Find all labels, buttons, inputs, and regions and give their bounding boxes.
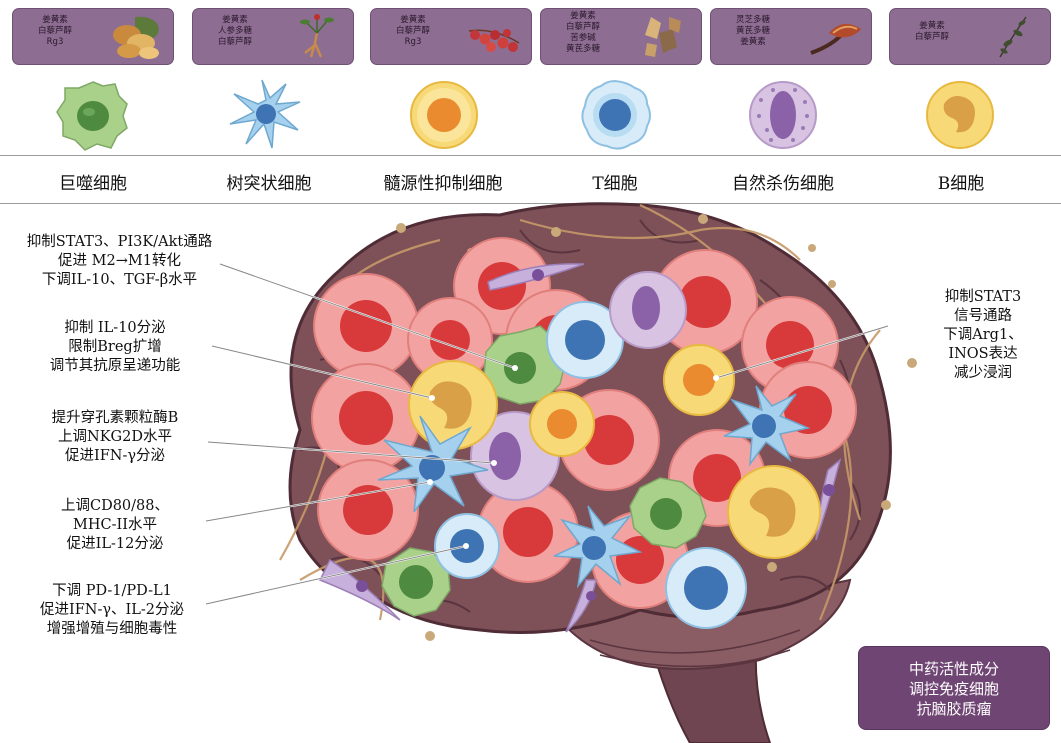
summary-line: 抗脑胶质瘤: [859, 699, 1049, 719]
b-cell-in-tumor: [728, 466, 820, 558]
annotation-t-cell: 下调 PD-1/PD-L1 促进IFN-γ、IL-2分泌 增强增殖与细胞毒性: [14, 582, 210, 639]
annotation-line: 减少浸润: [918, 364, 1048, 383]
annotation-mdsc: 抑制STAT3 信号通路 下调Arg1、 INOS表达 减少浸润: [918, 288, 1048, 383]
annotation-line: 下调 PD-1/PD-L1: [14, 582, 210, 601]
summary-line: 中药活性成分: [859, 659, 1049, 679]
t-cell-in-tumor: [666, 548, 746, 628]
annotation-line: 限制Breg扩增: [20, 338, 210, 357]
nk-cell-in-tumor: [610, 272, 686, 348]
annotation-line: 下调Arg1、: [918, 326, 1048, 345]
mdsc-in-tumor: [530, 392, 594, 456]
annotation-line: 促进IFN-γ、IL-2分泌: [14, 601, 210, 620]
annotation-line: 促进IFN-γ分泌: [20, 447, 210, 466]
annotation-line: 提升穿孔素颗粒酶B: [20, 409, 210, 428]
mdsc-in-tumor: [664, 345, 734, 415]
annotation-nk-cell: 提升穿孔素颗粒酶B 上调NKG2D水平 促进IFN-γ分泌: [20, 409, 210, 466]
summary-line: 调控免疫细胞: [859, 679, 1049, 699]
annotation-line: 抑制STAT3: [918, 288, 1048, 307]
annotation-line: 信号通路: [918, 307, 1048, 326]
annotation-line: 上调NKG2D水平: [20, 428, 210, 447]
summary-box: 中药活性成分 调控免疫细胞 抗脑胶质瘤: [858, 646, 1050, 730]
annotation-line: 促进 M2→M1转化: [12, 252, 227, 271]
annotation-line: 促进IL-12分泌: [20, 535, 210, 554]
annotation-dendritic-cell: 上调CD80/88、 MHC-II水平 促进IL-12分泌: [20, 497, 210, 554]
annotation-line: 抑制STAT3、PI3K/Akt通路: [12, 233, 227, 252]
annotation-line: 下调IL-10、TGF-β水平: [12, 271, 227, 290]
b-cell-in-tumor: [409, 361, 497, 449]
annotation-line: INOS表达: [918, 345, 1048, 364]
annotation-line: 增强增殖与细胞毒性: [14, 620, 210, 639]
annotation-line: MHC-II水平: [20, 516, 210, 535]
tumor-cell: [314, 274, 418, 378]
annotation-line: 抑制 IL-10分泌: [20, 319, 210, 338]
annotation-line: 上调CD80/88、: [20, 497, 210, 516]
annotation-line: 调节其抗原呈递功能: [20, 357, 210, 376]
annotation-macrophage: 抑制STAT3、PI3K/Akt通路 促进 M2→M1转化 下调IL-10、TG…: [12, 233, 227, 290]
annotation-b-cell: 抑制 IL-10分泌 限制Breg扩增 调节其抗原呈递功能: [20, 319, 210, 376]
